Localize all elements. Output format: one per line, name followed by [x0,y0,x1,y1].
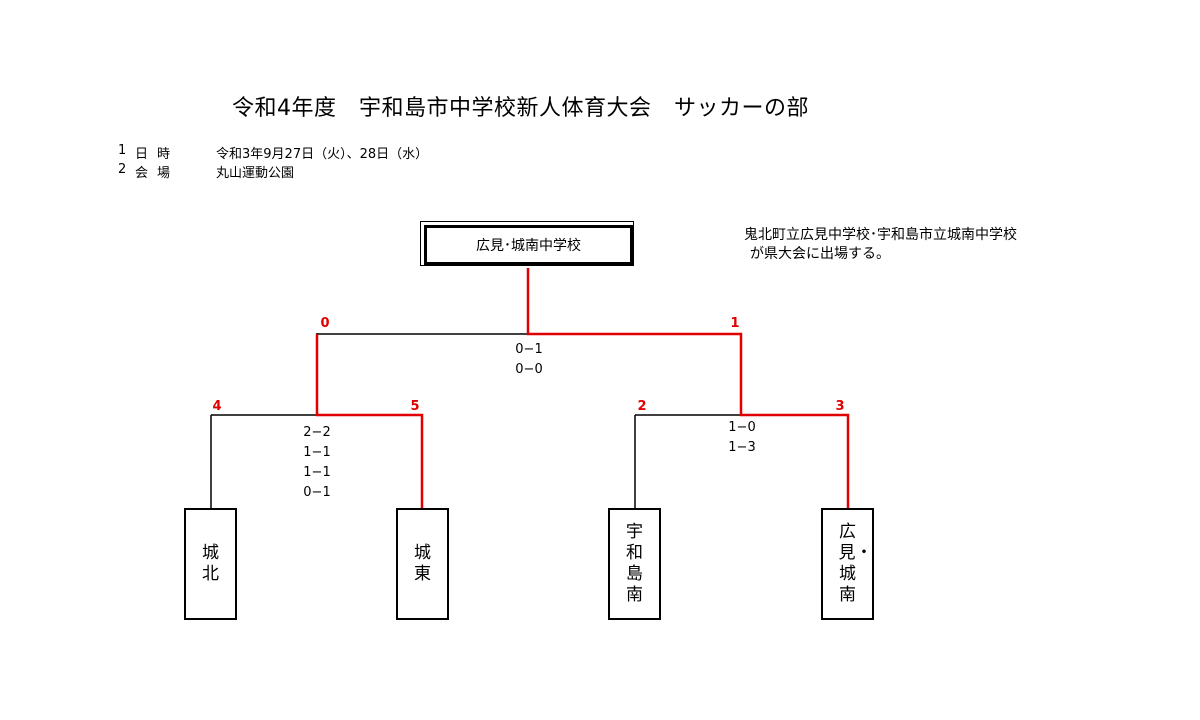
info-num: 1 [118,143,127,158]
team-name: 城北 [202,543,219,584]
score-line: 0−1 [515,342,543,357]
score-semi-left: 2−2 1−1 1−1 0−1 [297,423,337,503]
score-line: 1−1 [303,465,331,480]
team-box-jyoto: 城東 [396,508,449,620]
team-box-hiromi-jyonan: 広見・城南 [821,508,874,620]
info-value: 丸山運動公園 [216,166,295,181]
seed-semi-right-a: 2 [637,399,647,414]
info-value: 令和3年9月27日（火）、28日（水） [216,147,429,162]
qualifier-note: 鬼北町立広見中学校･宇和島市立城南中学校 が県大会に出場する。 [744,226,1017,264]
info-num: 2 [118,162,127,177]
score-line: 1−0 [728,420,756,435]
seed-final-right: 1 [730,316,740,331]
team-box-uwajimaminami: 宇和島南 [608,508,661,620]
score-semi-right: 1−0 1−3 [722,418,762,458]
score-line: 2−2 [303,425,331,440]
info-label: 会場 [135,166,180,181]
win-path-left [315,334,424,508]
seed-semi-left-b: 5 [410,399,420,414]
team-name: 宇和島南 [626,522,643,605]
score-line: 0−0 [515,362,543,377]
page-title: 令和4年度 宇和島市中学校新人体育大会 サッカーの部 [232,96,809,121]
team-box-jyohoku: 城北 [184,508,237,620]
info-label: 日時 [135,147,180,162]
seed-final-left: 0 [320,316,330,331]
note-line-1: 鬼北町立広見中学校･宇和島市立城南中学校 [744,227,1017,243]
bracket-win-lines [315,268,850,508]
note-line-2: が県大会に出場する。 [750,246,890,262]
score-line: 1−1 [303,445,331,460]
seed-semi-right-b: 3 [835,399,845,414]
team-name: 広見・城南 [838,522,873,605]
win-path-right [526,268,850,508]
score-line: 0−1 [303,485,331,500]
team-name: 城東 [414,543,431,584]
score-line: 1−3 [728,440,756,455]
score-final: 0−1 0−0 [509,340,549,380]
winner-box: 広見･城南中学校 [420,221,634,266]
seed-semi-left-a: 4 [212,399,222,414]
winner-name: 広見･城南中学校 [424,225,633,265]
